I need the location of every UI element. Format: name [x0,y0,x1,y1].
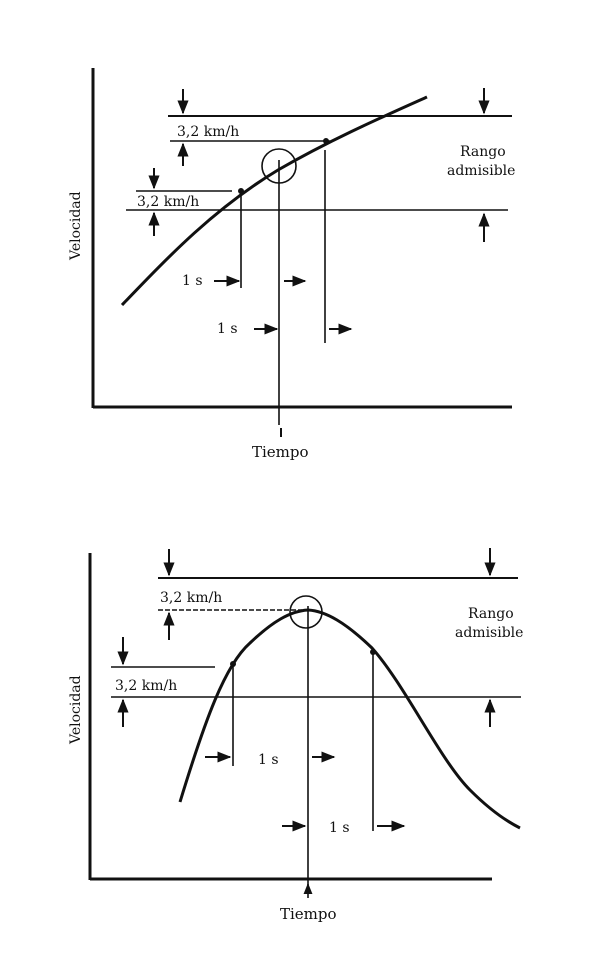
top-time-label-left: 1 s [182,273,203,289]
bottom-time-label-right: 1 s [329,820,350,836]
bottom-range-label-line2: admisible [455,625,523,641]
top-delta-lower-label: 3,2 km/h [137,194,199,210]
top-y-axis-label: Velocidad [68,191,84,261]
bottom-range-label-line1: Rango [468,606,514,622]
bottom-delta-upper-label: 3,2 km/h [160,590,222,606]
top-delta-upper-label: 3,2 km/h [177,124,239,140]
bottom-target-circle [289,595,323,629]
top-diagram: Velocidad Tiempo Rango admisible 3,2 km/… [68,68,515,461]
top-velocity-curve [120,95,428,307]
top-time-label-right: 1 s [217,321,238,337]
bottom-diagram: Velocidad Tiempo Rango admisible 3,2 km/… [68,548,523,923]
bottom-time-label-left: 1 s [258,752,279,768]
top-range-label-line1: Rango [460,144,506,160]
top-range-label-line2: admisible [447,163,515,179]
bottom-x-axis-label: Tiempo [280,905,337,923]
top-point-right [323,138,329,144]
bottom-velocity-curve [178,608,521,830]
top-x-axis-label: Tiempo [252,443,309,461]
bottom-point-right [370,649,376,655]
bottom-delta-lower-label: 3,2 km/h [115,678,177,694]
bottom-y-axis-label: Velocidad [68,675,84,745]
